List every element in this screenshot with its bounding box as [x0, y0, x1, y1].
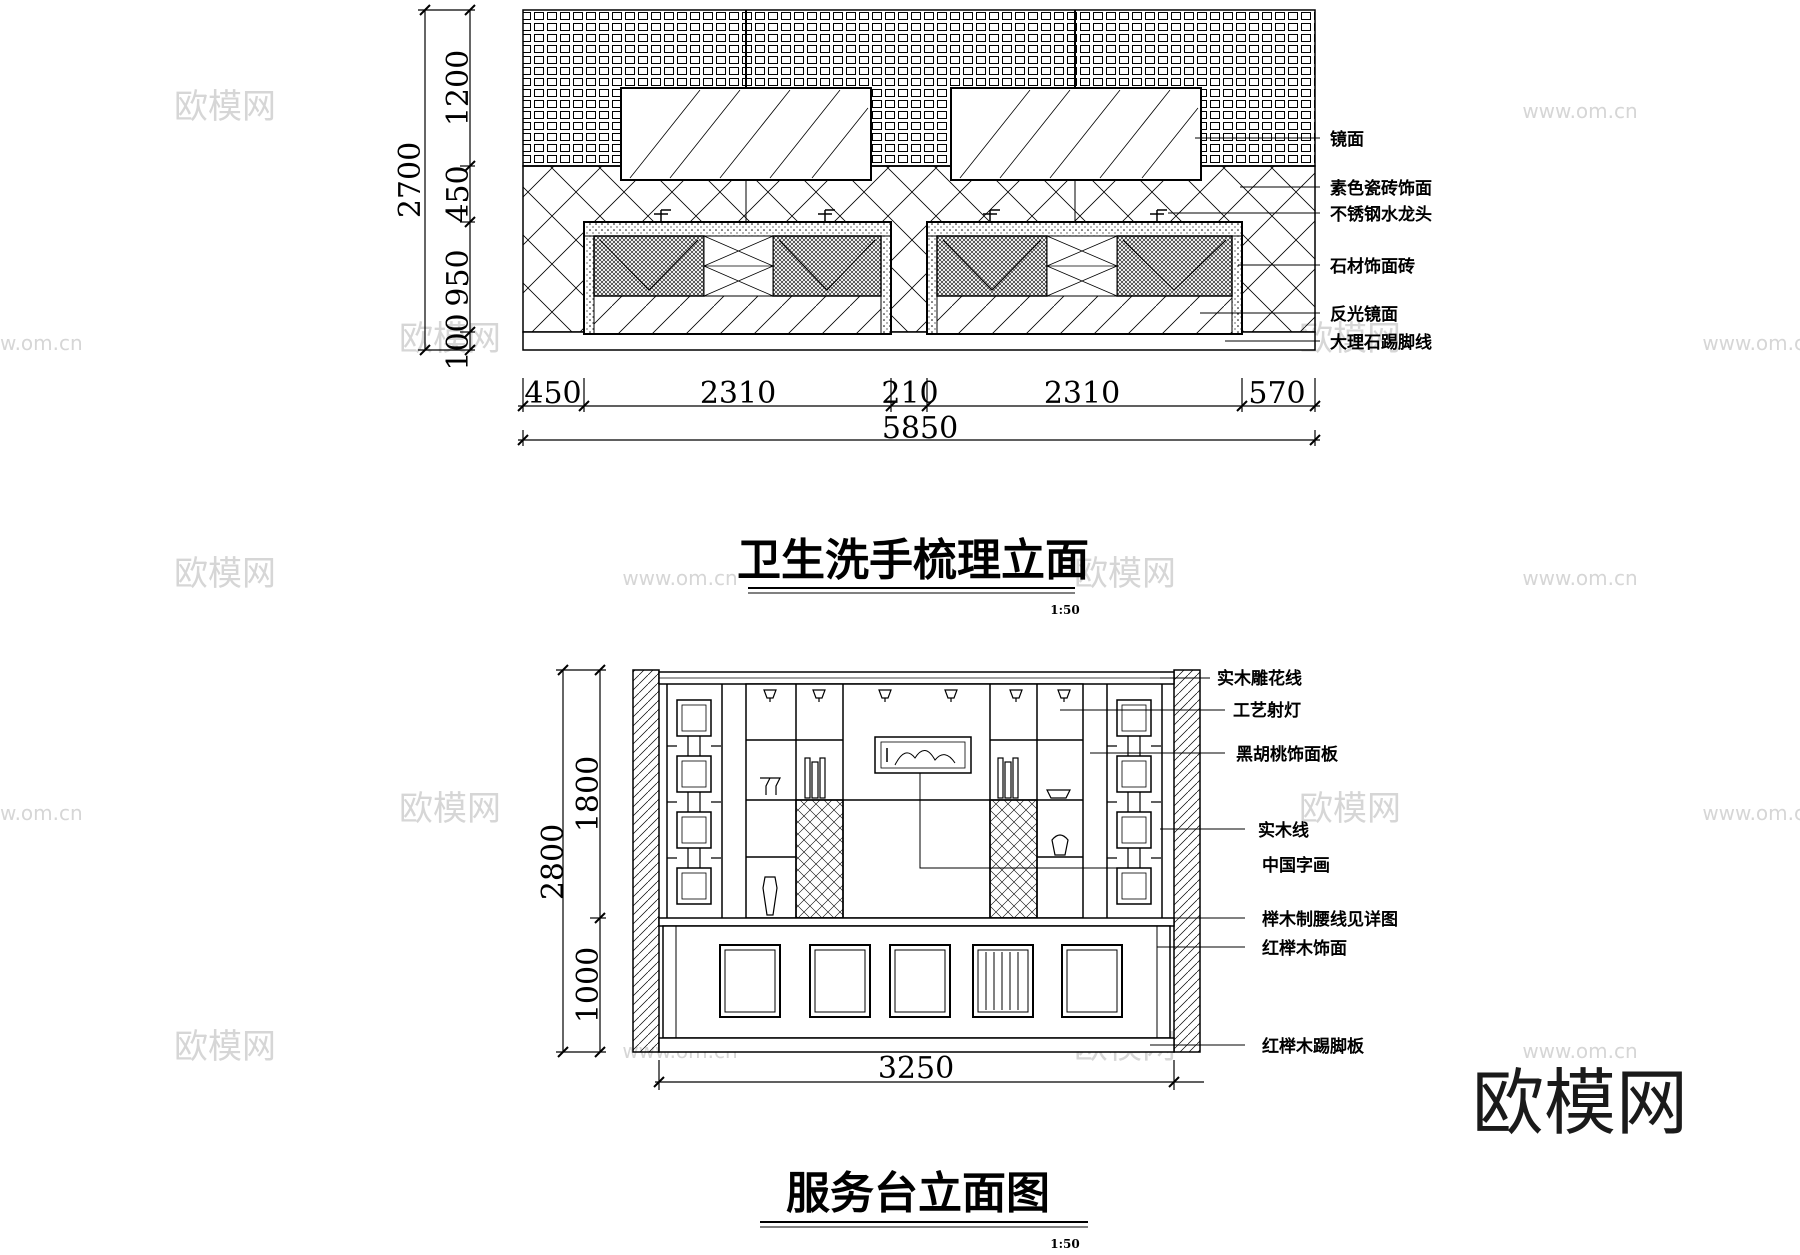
walnut-shelving	[745, 683, 1084, 919]
watermark-logo: 欧模网	[399, 319, 501, 359]
dim-total-width: 5850	[882, 411, 958, 446]
beech-skirting	[658, 1037, 1175, 1053]
dim-total-height: 2700	[393, 142, 428, 218]
mirror-right	[950, 87, 1202, 181]
watermark-url: www.om.cn	[0, 801, 83, 825]
watermark-logo: 欧模网	[399, 789, 501, 829]
horizontal-dim-lines-1	[517, 378, 1321, 446]
spotlights	[763, 689, 1071, 702]
chinese-painting	[874, 736, 972, 774]
vanity-right	[926, 209, 1243, 335]
vertical-dim-lines-2	[556, 664, 606, 1058]
leader-lines-2	[1060, 677, 1245, 1046]
watermark-logo: 欧模网	[1299, 319, 1401, 359]
dim-vanity-right-width: 2310	[1044, 376, 1120, 411]
vertical-dim-lines-1	[418, 4, 476, 356]
drawing1-title: 卫生洗手梳理立面	[737, 535, 1089, 586]
watermark-url: www.om.cn	[1522, 99, 1637, 123]
dim-counter-total-height: 2800	[536, 824, 571, 900]
annotation-beech-skirting: 红榉木踢脚板	[1262, 1036, 1365, 1057]
shelf-objects	[760, 757, 1071, 916]
wall-right	[1173, 669, 1201, 1053]
lattice-column-left	[666, 684, 723, 918]
dim-counter-width: 3250	[878, 1051, 954, 1086]
horizontal-dim-lines-2	[653, 1060, 1204, 1090]
dim-vanity-height: 950	[441, 249, 476, 306]
counter-panels	[719, 944, 1123, 1018]
annotation-beech-facing: 红榉木饰面	[1262, 938, 1347, 959]
beech-waist-rail	[658, 917, 1175, 927]
annotation-spotlight: 工艺射灯	[1233, 700, 1301, 721]
watermark-logo: 欧模网	[174, 554, 276, 594]
wall-left	[632, 669, 660, 1053]
annotation-waist-rail: 榉木制腰线见详图	[1262, 909, 1398, 930]
drawing1-scale: 1:50	[1050, 603, 1079, 617]
dim-counter-height: 1000	[571, 947, 606, 1023]
dim-left-margin: 450	[524, 376, 581, 411]
annotation-mirror: 镜面	[1330, 129, 1364, 150]
annotation-faucet: 不锈钢水龙头	[1330, 204, 1432, 225]
annotation-walnut-panel: 黑胡桃饰面板	[1236, 744, 1339, 765]
watermark-url: www.om.cn	[1522, 1039, 1637, 1063]
leader-lines-1	[1168, 137, 1320, 342]
dim-tile-height: 1200	[441, 50, 476, 126]
watermark-logo: 欧模网	[174, 1027, 276, 1067]
dim-vanity-left-width: 2310	[700, 376, 776, 411]
annotation-chinese-painting: 中国字画	[1262, 855, 1330, 876]
watermark-logo: 欧模网	[1299, 789, 1401, 829]
dim-shelving-height: 1800	[571, 756, 606, 832]
vanity-left	[583, 209, 892, 335]
dim-base-height: 100	[441, 313, 476, 370]
drawing2-scale: 1:50	[1050, 1237, 1079, 1251]
annotation-stone-tile: 石材饰面砖	[1329, 256, 1415, 277]
dim-mid-height: 450	[441, 165, 476, 222]
dim-gap: 210	[881, 376, 938, 411]
mirror-left	[620, 87, 872, 181]
beech-counter-front	[662, 925, 1171, 1039]
drawing2-title: 服务台立面图	[786, 1168, 1050, 1219]
watermark-url: www.om.cn	[1522, 566, 1637, 590]
annotation-plain-tile: 素色瓷砖饰面	[1330, 178, 1432, 199]
watermark-logo: 欧模网	[174, 87, 276, 127]
annotation-wood-line: 实木线	[1258, 820, 1309, 841]
watermark-logo: 欧模网	[1074, 554, 1176, 594]
lattice-column-right	[1106, 684, 1163, 918]
service-counter-elevation: 实木雕花线 工艺射灯 黑胡桃饰面板 实木线 中国字画 榉木制腰线见详图 红榉木饰…	[536, 664, 1398, 1251]
dim-right-margin: 570	[1248, 376, 1305, 411]
watermark-url: www.om.cn	[622, 566, 737, 590]
watermark-url: www.om.cn	[1702, 331, 1800, 355]
brand-logo: 欧模网	[1472, 1061, 1688, 1145]
washroom-elevation: 镜面 素色瓷砖饰面 不锈钢水龙头 石材饰面砖 反光镜面 大理石踢脚线 2700 …	[393, 4, 1432, 617]
annotation-marble-baseboard: 大理石踢脚线	[1330, 332, 1432, 353]
watermark-url: www.om.cn	[0, 331, 83, 355]
watermark-url: www.om.cn	[1702, 801, 1800, 825]
annotation-reflective-mirror: 反光镜面	[1330, 304, 1398, 325]
annotation-carved-molding: 实木雕花线	[1217, 668, 1302, 689]
